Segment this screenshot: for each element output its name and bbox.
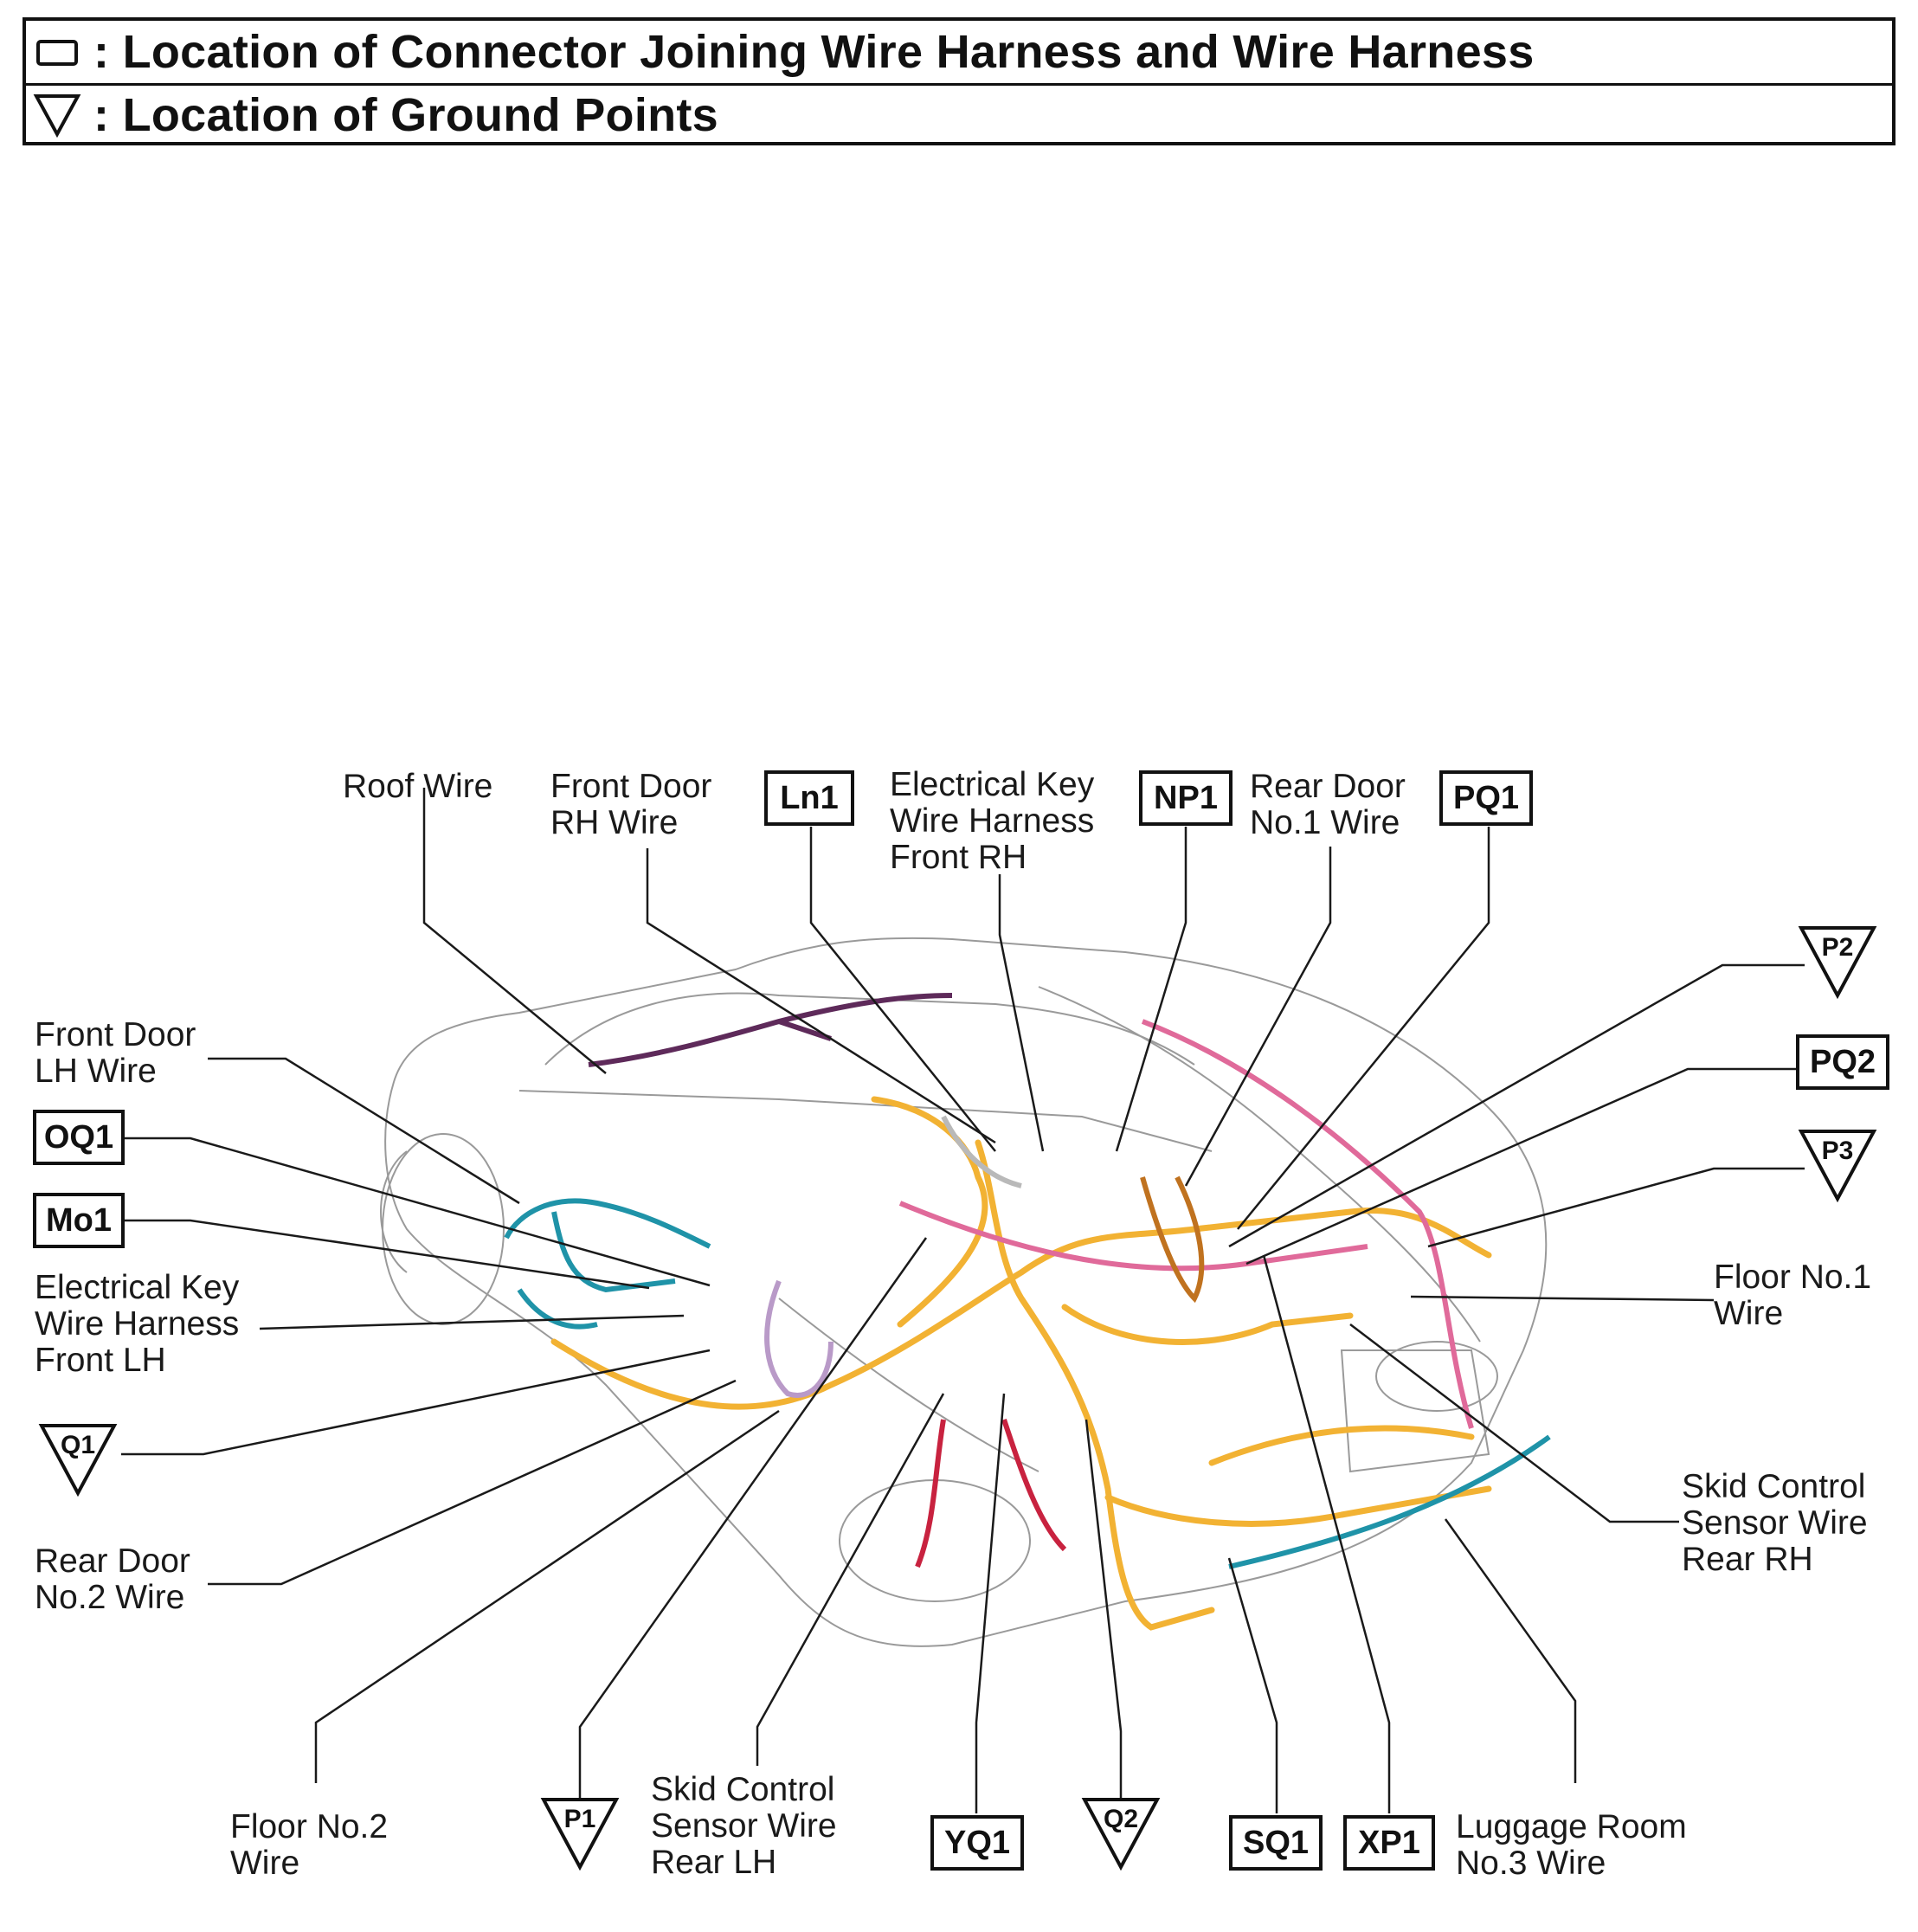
ground-p2-label: P2	[1821, 933, 1854, 962]
leader-p1	[578, 1237, 928, 1800]
leader-skid-control-rear-lh	[756, 1393, 945, 1766]
connector-mo1: Mo1	[33, 1193, 125, 1248]
connector-pq2: PQ2	[1796, 1034, 1889, 1090]
leader-rear-door-no1-wire	[1184, 847, 1332, 1187]
leader-mo1	[121, 1219, 650, 1290]
legend-row-ground: : Location of Ground Points	[26, 84, 1892, 146]
leader-lines	[121, 788, 1805, 1813]
ground-p1-label: P1	[563, 1805, 596, 1833]
leader-front-door-rh-wire	[646, 848, 996, 1144]
leader-np1	[1115, 827, 1187, 1152]
label-skid-control-rear-rh: Skid Control Sensor Wire Rear RH	[1682, 1468, 1868, 1578]
harness-red	[915, 1419, 1067, 1568]
leader-roof-wire	[422, 788, 607, 1074]
ground-q1: Q1	[38, 1422, 118, 1497]
leader-rear-door-no2-wire	[208, 1379, 737, 1586]
harness-brown	[1140, 1175, 1205, 1304]
legend-ground-text: : Location of Ground Points	[93, 89, 719, 141]
harness-purple	[588, 993, 953, 1067]
connector-sq1: SQ1	[1229, 1815, 1323, 1871]
connector-oq1: OQ1	[33, 1110, 125, 1165]
label-skid-control-rear-lh: Skid Control Sensor Wire Rear LH	[651, 1771, 837, 1881]
leader-electrical-key-front-lh	[259, 1314, 685, 1330]
harness-lilac	[764, 1279, 833, 1398]
legend-row-connector: : Location of Connector Joining Wire Har…	[26, 21, 1892, 86]
ground-p3-label: P3	[1821, 1137, 1854, 1165]
label-roof-wire: Roof Wire	[343, 768, 493, 805]
harness-gray	[941, 1115, 1022, 1188]
leader-ln1	[809, 827, 996, 1152]
leader-floor-no2-wire	[314, 1409, 780, 1783]
connector-pq1: PQ1	[1439, 770, 1533, 826]
label-rear-door-no1-wire: Rear Door No.1 Wire	[1250, 768, 1406, 841]
ground-p3: P3	[1798, 1128, 1877, 1203]
leader-sq1	[1227, 1557, 1278, 1813]
leader-skid-control-rear-rh	[1349, 1323, 1679, 1523]
leader-oq1	[121, 1137, 711, 1287]
ground-q2-label: Q2	[1103, 1805, 1139, 1833]
harness-teal	[504, 1198, 1551, 1569]
label-luggage-room-no3-wire: Luggage Room No.3 Wire	[1456, 1808, 1687, 1882]
down-triangle-icon	[26, 84, 93, 146]
connector-xp1: XP1	[1343, 1815, 1435, 1871]
ground-q1-label: Q1	[60, 1431, 96, 1459]
leader-p2	[1228, 963, 1805, 1248]
rectangle-icon	[26, 21, 93, 83]
connector-ln1: Ln1	[764, 770, 854, 826]
label-rear-door-no2-wire: Rear Door No.2 Wire	[35, 1542, 190, 1616]
legend-connector-text: : Location of Connector Joining Wire Har…	[93, 26, 1535, 78]
leader-front-door-lh-wire	[208, 1057, 520, 1205]
leader-p3	[1427, 1167, 1805, 1248]
leader-floor-no1-wire	[1410, 1295, 1715, 1302]
label-floor-no2-wire: Floor No.2 Wire	[230, 1808, 389, 1882]
leader-pq2	[1245, 1067, 1796, 1265]
leader-q1	[121, 1349, 711, 1456]
legend-box: : Location of Connector Joining Wire Har…	[23, 17, 1895, 145]
label-electrical-key-front-rh: Electrical Key Wire Harness Front RH	[890, 766, 1095, 876]
leader-yq1	[975, 1393, 1006, 1813]
leader-q2	[1085, 1419, 1123, 1800]
leader-pq1	[1237, 827, 1490, 1230]
leader-xp1	[1262, 1254, 1391, 1813]
label-electrical-key-front-lh: Electrical Key Wire Harness Front LH	[35, 1269, 240, 1379]
harness-pink	[898, 1019, 1474, 1429]
leader-electrical-key-front-rh	[998, 874, 1045, 1152]
label-floor-no1-wire: Floor No.1 Wire	[1714, 1259, 1872, 1332]
ground-q2: Q2	[1081, 1796, 1161, 1871]
leader-luggage-room-no3-wire	[1444, 1518, 1577, 1783]
ground-p1: P1	[540, 1796, 620, 1871]
ground-p2: P2	[1798, 924, 1877, 1000]
harness-orange	[550, 1096, 1492, 1631]
label-front-door-rh-wire: Front Door RH Wire	[550, 768, 712, 841]
connector-np1: NP1	[1139, 770, 1233, 826]
car-body-outline	[380, 937, 1548, 1647]
label-front-door-lh-wire: Front Door LH Wire	[35, 1016, 196, 1090]
connector-yq1: YQ1	[930, 1815, 1024, 1871]
